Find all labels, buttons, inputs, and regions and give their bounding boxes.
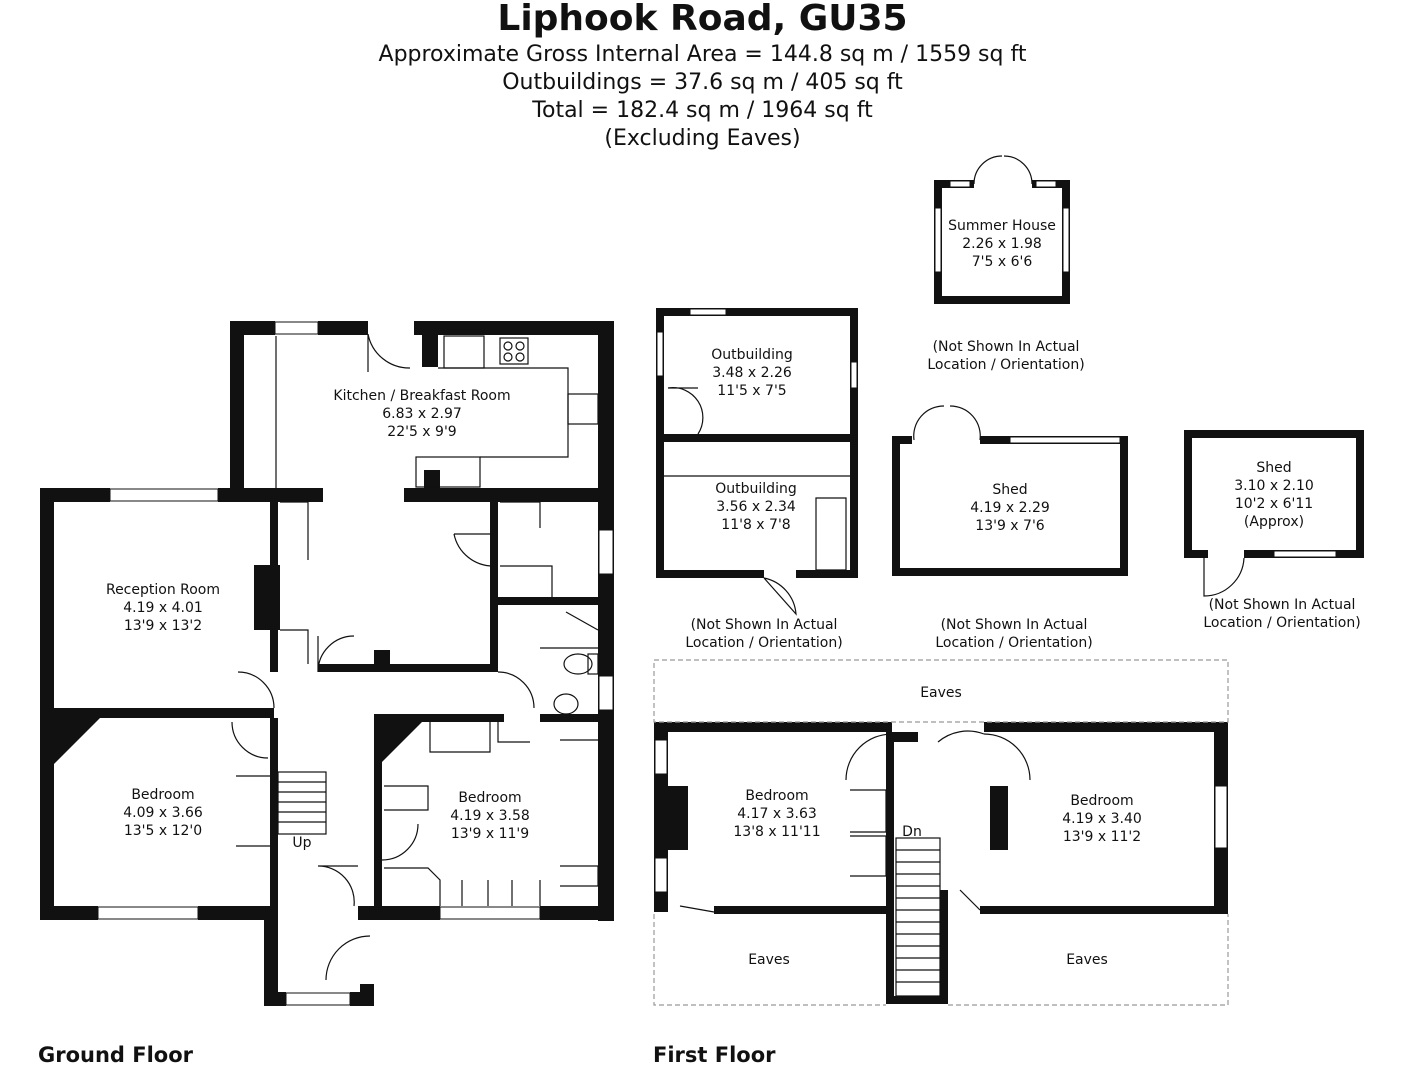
outbuilding-2-name: Outbuilding bbox=[715, 481, 796, 497]
summer-house-note-line2: Location / Orientation) bbox=[927, 357, 1084, 373]
bedroom-gf-right-imperial: 13'9 x 11'9 bbox=[451, 826, 529, 842]
outbuilding-1-name: Outbuilding bbox=[711, 347, 792, 363]
bedroom-gf-right-metric: 4.19 x 3.58 bbox=[450, 808, 530, 824]
summer-house-metric: 2.26 x 1.98 bbox=[962, 236, 1042, 252]
eaves-label-left: Eaves bbox=[748, 952, 790, 968]
bedroom-ff-left-imperial: 13'8 x 11'11 bbox=[733, 824, 820, 840]
total-area-line: Total = 182.4 sq m / 1964 sq ft bbox=[532, 98, 873, 123]
shed-1-note-line1: (Not Shown In Actual bbox=[941, 617, 1088, 633]
reception-imperial: 13'9 x 13'2 bbox=[124, 618, 202, 634]
stairs-down-label: Dn bbox=[902, 824, 922, 840]
bedroom-gf-left-name: Bedroom bbox=[131, 787, 194, 803]
first-floor-label: First Floor bbox=[653, 1043, 776, 1067]
eaves-label-top: Eaves bbox=[920, 685, 962, 701]
kitchen-name: Kitchen / Breakfast Room bbox=[333, 388, 510, 404]
bedroom-ff-left-metric: 4.17 x 3.63 bbox=[737, 806, 817, 822]
plan-title: Liphook Road, GU35 bbox=[497, 0, 908, 39]
outbuilding-note-line2: Location / Orientation) bbox=[685, 635, 842, 651]
shed-2-metric: 3.10 x 2.10 bbox=[1234, 478, 1314, 494]
shed-1-note-line2: Location / Orientation) bbox=[935, 635, 1092, 651]
reception-metric: 4.19 x 4.01 bbox=[123, 600, 203, 616]
eaves-label-right: Eaves bbox=[1066, 952, 1108, 968]
bedroom-ff-right-metric: 4.19 x 3.40 bbox=[1062, 811, 1142, 827]
summer-house-name: Summer House bbox=[948, 218, 1056, 234]
bedroom-gf-left-imperial: 13'5 x 12'0 bbox=[124, 823, 202, 839]
outbuilding-2-imperial: 11'8 x 7'8 bbox=[721, 517, 790, 533]
shed-1-metric: 4.19 x 2.29 bbox=[970, 500, 1050, 516]
gross-area-line: Approximate Gross Internal Area = 144.8 … bbox=[378, 42, 1027, 67]
kitchen-metric: 6.83 x 2.97 bbox=[382, 406, 462, 422]
outbuilding-2-metric: 3.56 x 2.34 bbox=[716, 499, 796, 515]
bedroom-ff-right-name: Bedroom bbox=[1070, 793, 1133, 809]
shed-2-imperial: 10'2 x 6'11 bbox=[1235, 496, 1313, 512]
bedroom-ff-left-name: Bedroom bbox=[745, 788, 808, 804]
excluding-eaves-line: (Excluding Eaves) bbox=[604, 126, 801, 151]
shed-2-approx: (Approx) bbox=[1244, 514, 1304, 530]
shed-2-note-line1: (Not Shown In Actual bbox=[1209, 597, 1356, 613]
bedroom-gf-right-name: Bedroom bbox=[458, 790, 521, 806]
stairs-up-label: Up bbox=[292, 835, 311, 851]
shed-1-name: Shed bbox=[992, 482, 1027, 498]
outbuilding-note-line1: (Not Shown In Actual bbox=[691, 617, 838, 633]
outbuilding-1-imperial: 11'5 x 7'5 bbox=[717, 383, 786, 399]
reception-name: Reception Room bbox=[106, 582, 220, 598]
shed-2-name: Shed bbox=[1256, 460, 1291, 476]
shed-1-imperial: 13'9 x 7'6 bbox=[975, 518, 1045, 534]
shed-2-note-line2: Location / Orientation) bbox=[1203, 615, 1360, 631]
bedroom-ff-right-imperial: 13'9 x 11'2 bbox=[1063, 829, 1141, 845]
kitchen-imperial: 22'5 x 9'9 bbox=[387, 424, 456, 440]
ground-floor-label: Ground Floor bbox=[38, 1043, 194, 1067]
outbuilding-1-metric: 3.48 x 2.26 bbox=[712, 365, 792, 381]
summer-house-imperial: 7'5 x 6'6 bbox=[972, 254, 1033, 270]
outbuildings-area-line: Outbuildings = 37.6 sq m / 405 sq ft bbox=[502, 70, 903, 95]
bedroom-gf-left-metric: 4.09 x 3.66 bbox=[123, 805, 203, 821]
summer-house-note-line1: (Not Shown In Actual bbox=[933, 339, 1080, 355]
